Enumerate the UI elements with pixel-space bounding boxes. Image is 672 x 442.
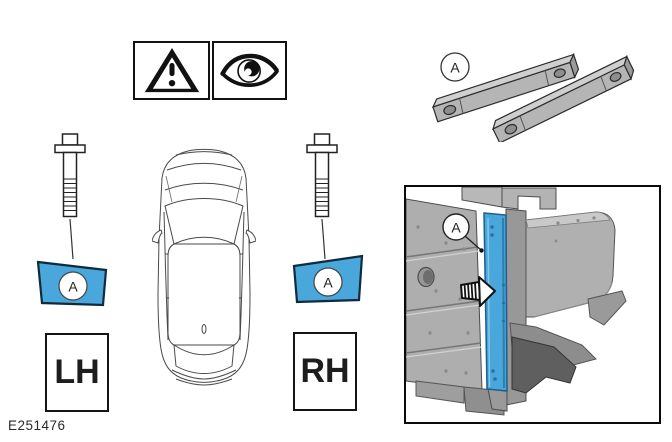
right-callout-circle [313,267,343,297]
parts-callout-label: A [450,60,460,76]
right-mirror [245,229,256,244]
warning-triangle-icon [144,48,199,93]
direction-arrow-icon [460,276,496,307]
lower-brackets [509,290,627,394]
lh-label-box: LH [45,333,109,412]
detail-view-box: A [404,185,661,424]
lh-label: LH [54,353,100,391]
figure-code: E251476 [8,418,66,433]
detail-callout-label: A [451,220,461,236]
right-bracket-callout: A [292,254,364,304]
warning-symbol-box [133,41,210,100]
reinforcement-brackets-illustration: A [431,52,635,142]
left-mirror [152,229,163,244]
bracket-bar-lower [492,54,635,142]
eye-symbol-box [212,41,287,100]
leader-line-right [321,218,326,260]
bumper-beam [525,211,616,318]
highlighted-bracket [483,212,508,412]
frame-detail-illustration: A [406,187,627,416]
eye-icon [219,53,279,87]
parts-callout-a: A [440,52,470,82]
leader-line-left [69,218,74,260]
right-callout-label: A [323,275,333,291]
left-callout-circle [58,271,88,301]
frame-rail [406,198,483,392]
left-callout-label: A [68,279,78,295]
left-bracket-callout: A [36,260,108,307]
detail-callout-a: A [442,213,484,253]
rh-label-box: RH [293,332,357,411]
bolt-left-icon [54,133,86,260]
upper-mount-bracket [461,187,557,210]
bracket-bar-upper [431,52,580,123]
rh-label: RH [300,352,350,390]
bolt-right-icon [306,133,338,260]
vehicle-top-view [152,148,256,386]
